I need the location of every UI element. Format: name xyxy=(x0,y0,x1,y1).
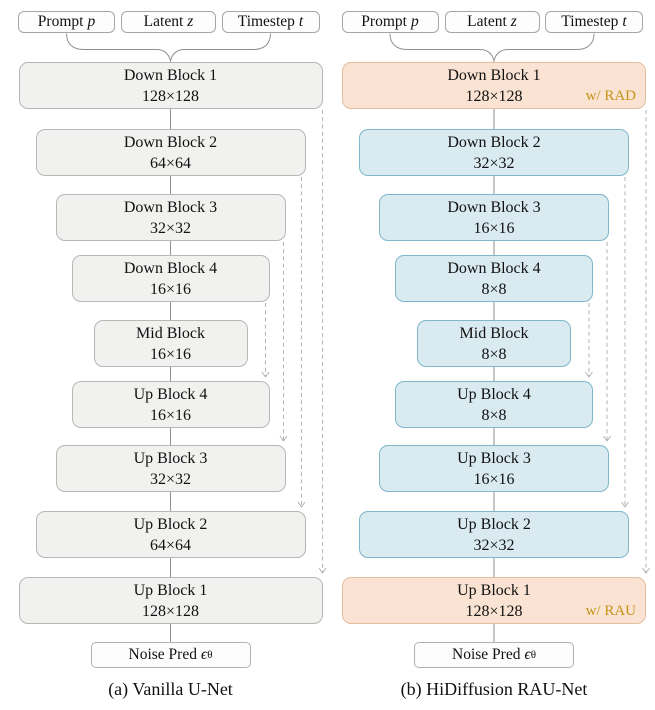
block-resolution: 128×128 xyxy=(141,88,200,105)
block-resolution: 32×32 xyxy=(473,155,515,172)
block-resolution: 16×16 xyxy=(149,407,192,424)
skip-arrowhead-icon xyxy=(279,435,288,442)
colb-block-down-block-1: Down Block 1 128×128 w/ RAD xyxy=(342,62,646,109)
output-label: Noise Pred xyxy=(452,646,521,663)
output-label: Noise Pred xyxy=(128,646,197,663)
block-name: Down Block 2 xyxy=(447,134,541,151)
block-name: Up Block 4 xyxy=(457,386,531,403)
input-merge-brace-right xyxy=(493,33,595,61)
block-resolution: 128×128 xyxy=(465,603,523,620)
colb-block-up-block-2: Up Block 2 32×32 xyxy=(359,511,629,558)
skip-arrowhead-icon xyxy=(621,501,629,508)
input-label: Prompt xyxy=(361,13,407,30)
block-name: Up Block 4 xyxy=(133,386,208,403)
theta-subscript: θ xyxy=(530,649,536,661)
block-name: Down Block 4 xyxy=(123,260,218,277)
block-name: Down Block 2 xyxy=(123,134,218,151)
block-resolution: 16×16 xyxy=(149,346,192,363)
block-name: Down Block 3 xyxy=(123,199,218,216)
input-variable: t xyxy=(298,13,304,30)
block-name: Down Block 1 xyxy=(123,67,218,84)
colb-block-down-block-3: Down Block 3 16×16 xyxy=(379,194,609,241)
input-label: Timestep xyxy=(237,13,295,30)
block-tag: w/ RAD xyxy=(585,88,636,104)
epsilon-symbol: ϵ xyxy=(200,646,208,663)
block-resolution: 8×8 xyxy=(481,407,507,424)
cola-caption: (a) Vanilla U-Net xyxy=(108,679,233,699)
colb-block-up-block-3: Up Block 3 16×16 xyxy=(379,445,609,492)
block-tag: w/ RAU xyxy=(585,603,636,619)
block-name: Up Block 1 xyxy=(133,582,208,599)
block-resolution: 64×64 xyxy=(149,537,192,554)
block-resolution: 8×8 xyxy=(481,346,507,363)
block-name: Up Block 1 xyxy=(457,582,531,599)
block-resolution: 32×32 xyxy=(149,471,192,488)
colb-block-up-block-4: Up Block 4 8×8 xyxy=(395,381,593,428)
cola-block-up-block-1: Up Block 1 128×128 xyxy=(18,577,323,624)
colb-block-mid-block: Mid Block 8×8 xyxy=(417,320,571,367)
block-name: Mid Block xyxy=(136,325,205,342)
skip-arrowhead-icon xyxy=(297,501,306,508)
skip-arrowhead-icon xyxy=(261,371,270,378)
epsilon-symbol: ϵ xyxy=(524,646,531,663)
block-name: Up Block 3 xyxy=(133,450,208,467)
skip-arrowhead-icon xyxy=(642,567,650,574)
block-name: Mid Block xyxy=(459,325,529,342)
block-resolution: 32×32 xyxy=(149,220,192,237)
cola-block-up-block-3: Up Block 3 32×32 xyxy=(55,445,286,492)
input-variable: p xyxy=(410,13,419,30)
skip-arrowhead-icon xyxy=(318,567,327,574)
cola-block-mid-block: Mid Block 16×16 xyxy=(93,320,248,367)
cola-block-up-block-4: Up Block 4 16×16 xyxy=(71,381,270,428)
block-name: Up Block 3 xyxy=(457,450,531,467)
block-resolution: 64×64 xyxy=(149,155,192,172)
input-label: Timestep xyxy=(561,13,619,30)
input-variable: p xyxy=(87,13,96,30)
cola-block-down-block-4: Down Block 4 16×16 xyxy=(71,255,270,302)
input-variable: z xyxy=(510,13,517,30)
cola-block-down-block-3: Down Block 3 32×32 xyxy=(55,194,286,241)
block-name: Up Block 2 xyxy=(133,516,208,533)
block-resolution: 8×8 xyxy=(481,281,507,298)
colb-block-up-block-1: Up Block 1 128×128 w/ RAU xyxy=(342,577,646,624)
block-resolution: 128×128 xyxy=(141,603,200,620)
block-name: Up Block 2 xyxy=(457,516,531,533)
skip-arrowhead-icon xyxy=(585,371,593,378)
block-resolution: 128×128 xyxy=(465,88,523,105)
block-name: Down Block 3 xyxy=(447,199,541,216)
block-name: Down Block 1 xyxy=(447,67,541,84)
block-resolution: 16×16 xyxy=(473,471,515,488)
input-label: Prompt xyxy=(37,13,84,30)
block-resolution: 32×32 xyxy=(473,537,515,554)
theta-subscript: θ xyxy=(207,649,213,661)
input-variable: z xyxy=(187,13,194,30)
input-variable: t xyxy=(622,13,627,30)
block-resolution: 16×16 xyxy=(473,220,515,237)
cola-block-down-block-1: Down Block 1 128×128 xyxy=(18,62,323,109)
input-merge-brace-right xyxy=(170,33,271,61)
input-label: Latent xyxy=(143,13,184,30)
block-resolution: 16×16 xyxy=(149,281,192,298)
input-label: Latent xyxy=(467,13,507,30)
input-merge-brace-left xyxy=(389,33,495,61)
input-merge-brace-left xyxy=(66,33,171,61)
skip-arrowhead-icon xyxy=(603,435,611,442)
colb-block-down-block-4: Down Block 4 8×8 xyxy=(395,255,593,302)
cola-block-up-block-2: Up Block 2 64×64 xyxy=(35,511,306,558)
colb-caption: (b) HiDiffusion RAU-Net xyxy=(400,679,588,699)
cola-block-down-block-2: Down Block 2 64×64 xyxy=(35,129,306,176)
block-name: Down Block 4 xyxy=(447,260,541,277)
colb-block-down-block-2: Down Block 2 32×32 xyxy=(359,129,629,176)
